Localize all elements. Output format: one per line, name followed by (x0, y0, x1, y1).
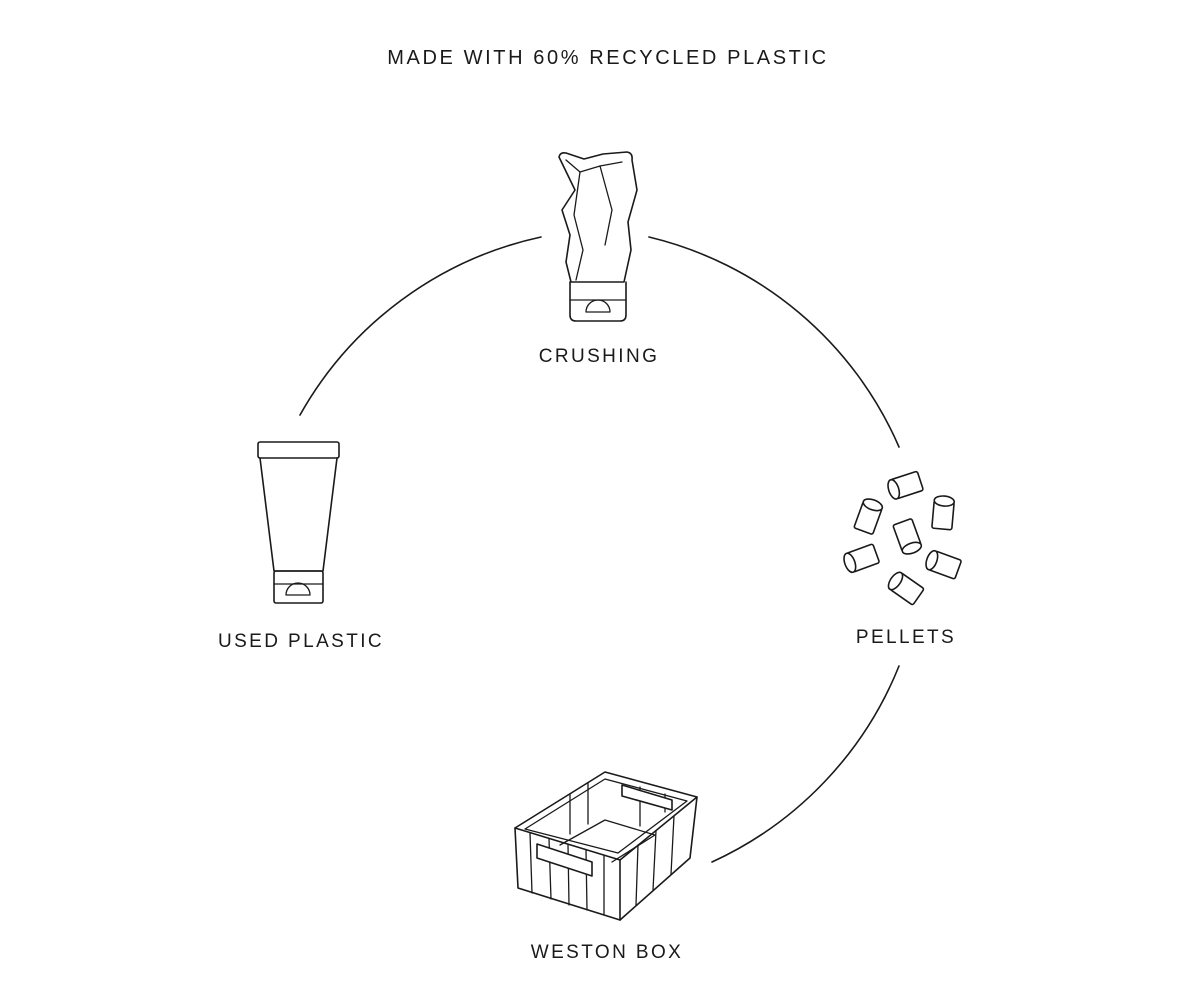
stage-label-weston-box: WESTON BOX (531, 942, 683, 963)
stage-label-pellets: PELLETS (856, 627, 956, 648)
arc-used-plastic-to-crushing (299, 236, 542, 416)
stage-label-used-plastic: USED PLASTIC (218, 631, 384, 652)
plastic-pellets-icon (843, 470, 962, 606)
cycle-arcs (299, 236, 900, 863)
arc-crushing-to-pellets (648, 236, 900, 448)
arc-pellets-to-weston-box (711, 665, 900, 863)
storage-basket-icon (514, 771, 698, 921)
diagram-title: MADE WITH 60% RECYCLED PLASTIC (387, 47, 828, 69)
crushed-tube-icon (558, 151, 638, 322)
stage-label-crushing: CRUSHING (539, 346, 660, 367)
plastic-tube-icon (257, 441, 340, 604)
